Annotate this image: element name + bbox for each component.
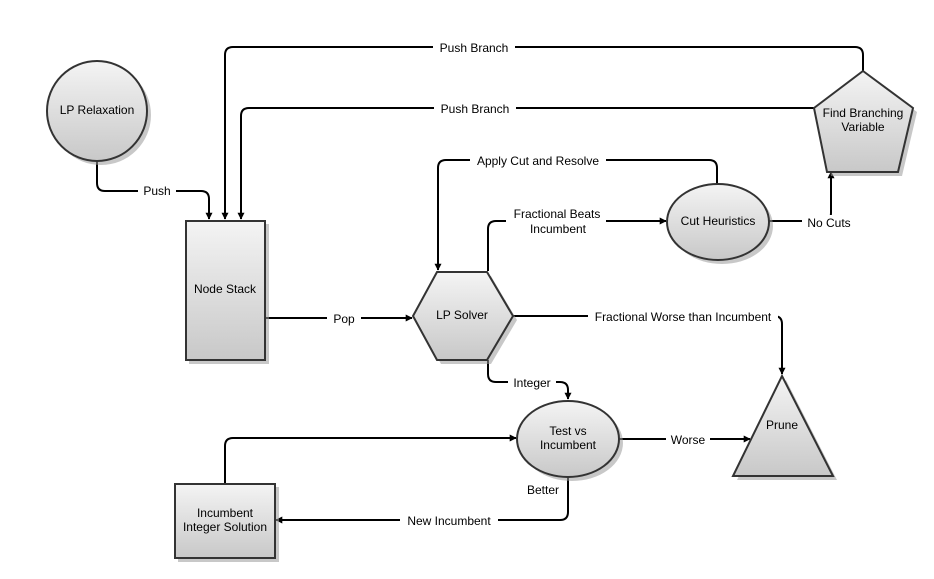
node-label-lp-relaxation: LP Relaxation <box>60 103 135 117</box>
edge-label-better: Better <box>527 483 559 497</box>
node-lp-relaxation: LP Relaxation <box>46 60 151 165</box>
node-node-stack: Node Stack <box>185 220 269 364</box>
node-label-find-branching-1: Find Branching <box>823 106 904 120</box>
edge-label-fractional-beats-1: Fractional Beats <box>514 207 601 221</box>
edge-label-new-incumbent: New Incumbent <box>407 514 491 528</box>
node-find-branching-variable: Find Branching Variable <box>812 69 917 176</box>
edge-label-worse: Worse <box>671 433 706 447</box>
node-cut-heuristics: Cut Heuristics <box>666 183 773 264</box>
edge-label-fractional-beats-2: Incumbent <box>530 222 587 236</box>
node-label-node-stack: Node Stack <box>194 282 257 296</box>
edge-no-cuts <box>769 171 835 222</box>
edge-label-apply-cut: Apply Cut and Resolve <box>477 154 599 168</box>
edge-label-push-branch-outer: Push Branch <box>440 41 509 55</box>
edge-better <box>275 477 569 524</box>
edge-label-integer: Integer <box>513 376 550 390</box>
node-label-incumbent-1: Incumbent <box>197 506 254 520</box>
edge-push-branch-inner <box>237 107 815 220</box>
edge-label-fractional-worse: Fractional Worse than Incumbent <box>595 310 772 324</box>
edge-push-branch-outer <box>221 46 864 220</box>
edge-label-pop: Pop <box>333 312 355 326</box>
edge-label-no-cuts: No Cuts <box>807 216 850 230</box>
edge-label-push: Push <box>143 184 170 198</box>
node-label-cut-heuristics: Cut Heuristics <box>681 214 756 228</box>
edge-label-push-branch-inner: Push Branch <box>441 102 510 116</box>
node-incumbent-integer-solution: Incumbent Integer Solution <box>174 483 279 562</box>
node-prune: Prune <box>731 373 837 480</box>
node-label-incumbent-2: Integer Solution <box>183 520 267 534</box>
node-label-test-vs-1: Test vs <box>549 424 586 438</box>
node-label-prune: Prune <box>766 418 798 432</box>
node-label-test-vs-2: Incumbent <box>540 438 597 452</box>
node-label-find-branching-2: Variable <box>841 120 884 134</box>
edge-incumbent-to-test <box>224 434 517 484</box>
node-lp-solver: LP Solver <box>411 271 517 364</box>
edge-fractional-beats <box>487 217 667 271</box>
node-test-vs-incumbent: Test vs Incumbent <box>516 400 623 481</box>
node-label-lp-solver: LP Solver <box>436 308 488 322</box>
